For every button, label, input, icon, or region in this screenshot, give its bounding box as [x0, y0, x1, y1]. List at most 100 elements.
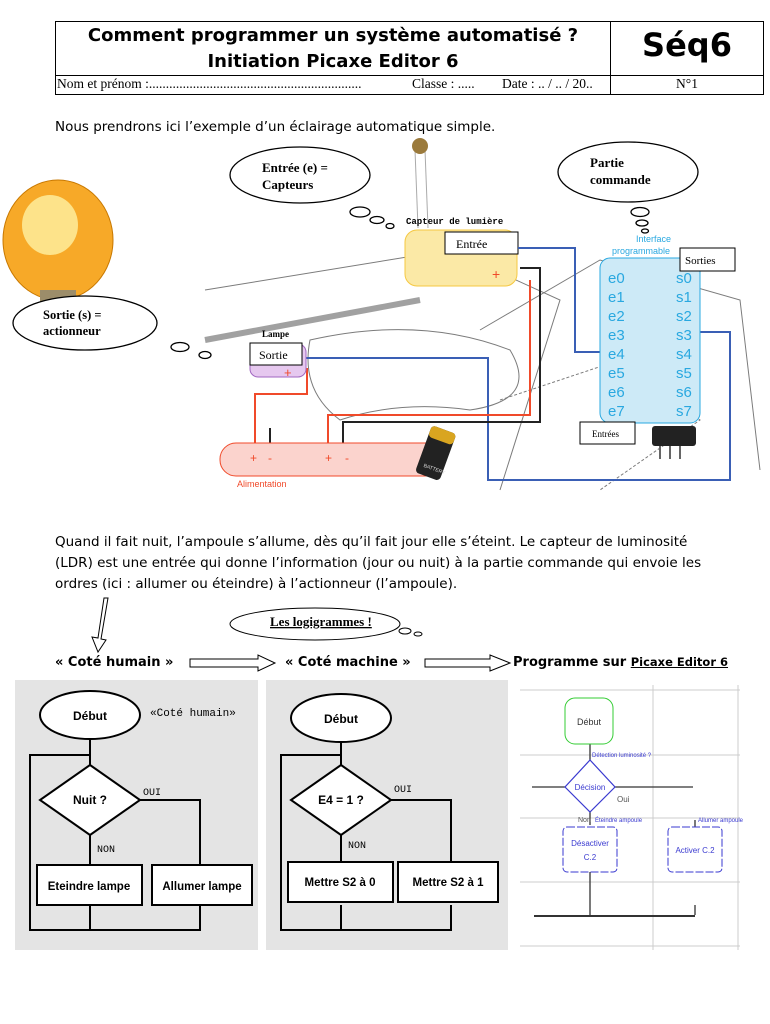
sortie-box	[249, 342, 303, 366]
lamp-label: Lampe	[262, 329, 289, 339]
chip-icon	[652, 426, 696, 459]
right-arrow-icon	[424, 654, 512, 672]
cloud-input	[229, 146, 395, 230]
intro-text: Nous prendrons ici l’exemple d’un éclair…	[55, 119, 496, 135]
cloud-control-line1: Partie	[590, 155, 624, 170]
power-plus-1: +	[250, 451, 257, 465]
start-label: Début	[324, 712, 358, 726]
cloud-input-line2: Capteurs	[262, 177, 313, 192]
light-bulb-icon	[2, 179, 114, 318]
number-cell	[610, 75, 764, 95]
caption: «Coté humain»	[150, 708, 236, 720]
yes-label: OUI	[394, 785, 412, 796]
sortie-label: Sortie	[259, 348, 288, 362]
column-human-label: « Coté humain »	[55, 655, 174, 670]
sensor-label: Capteur de lumière	[406, 217, 503, 227]
light-sensor-icon	[412, 138, 429, 229]
input-pins: e0 e1 e2 e3 e4 e5 e6 e7	[608, 270, 625, 420]
input-e7: e7	[608, 403, 625, 420]
output-pins: s0 s1 s2 s3 s4 s5 s6 s7	[676, 270, 692, 420]
program-name: Picaxe Editor 6	[630, 655, 729, 669]
arrows-overlay: Les logigrammes !	[91, 597, 512, 672]
input-e1: e1	[608, 289, 625, 306]
output-s7: s7	[676, 403, 692, 420]
battery-icon: BATTERY	[416, 426, 456, 480]
sorties-box	[679, 247, 736, 272]
class-field[interactable]: Classe : .....	[412, 76, 475, 91]
action-off	[287, 861, 394, 903]
decision-node	[564, 759, 616, 813]
output-s3: s3	[676, 327, 692, 344]
action-off-label: Mettre S2 à 0	[305, 877, 376, 889]
no-label: Non	[578, 817, 591, 824]
down-arrow-icon	[91, 597, 109, 654]
title-line-1: Comment programmer un système automatisé…	[87, 25, 579, 46]
no-note: Éteindre ampoule	[595, 817, 643, 824]
program-prefix: Programme sur	[513, 655, 631, 670]
power-minus-2: -	[345, 451, 349, 465]
entree-box	[444, 231, 519, 255]
entree-label: Entrée	[456, 237, 487, 251]
decision-node	[289, 763, 393, 837]
input-e5: e5	[608, 365, 625, 382]
entrees-label: Entrées	[592, 429, 619, 439]
cloud-control	[557, 141, 699, 234]
sensor-plus: +	[492, 266, 500, 282]
action-off-label-2: C.2	[584, 853, 597, 862]
input-e3: e3	[608, 327, 625, 344]
date-field[interactable]: Date : .. / .. / 20..	[502, 76, 593, 91]
programmable-interface	[599, 257, 701, 424]
start-node	[564, 697, 614, 745]
decision-label: Décision	[575, 783, 606, 792]
decision-label: E4 = 1 ?	[318, 793, 364, 807]
interface-label-1: Interface	[636, 234, 671, 244]
paragraph-line-3: ordres (ici : allumer ou éteindre) à l’a…	[55, 576, 458, 592]
action-off-label: Eteindre lampe	[48, 881, 130, 893]
start-label: Début	[577, 717, 602, 727]
right-arrow-icon	[189, 654, 277, 672]
cloud-control-line2: commande	[590, 172, 651, 187]
entrees-box	[579, 421, 636, 445]
name-field[interactable]: Nom et prénom :.........................…	[57, 76, 362, 91]
power-plus-2: +	[325, 451, 332, 465]
decision-node	[38, 763, 142, 837]
action-off-label-1: Désactiver	[571, 839, 609, 848]
decision-label: Nuit ?	[73, 793, 107, 807]
flowchart-human: Début «Coté humain» Nuit ? OUI NON Etein…	[15, 680, 258, 950]
input-e2: e2	[608, 308, 625, 325]
start-label: Début	[73, 709, 107, 723]
cloud-output	[12, 295, 212, 360]
cloud-input-line1: Entrée (e) =	[262, 160, 328, 175]
column-machine-label: « Coté machine »	[285, 655, 411, 670]
input-e6: e6	[608, 384, 625, 401]
action-on	[397, 861, 499, 903]
start-node	[290, 693, 392, 743]
output-s1: s1	[676, 289, 692, 306]
wires	[254, 247, 731, 481]
logigrammes-label: Les logigrammes !	[270, 614, 372, 629]
interface-label-2: programmable	[612, 246, 670, 256]
output-s4: s4	[676, 346, 692, 363]
decision-note: Détection luminosité ?	[592, 753, 652, 759]
action-on	[151, 864, 253, 906]
output-s5: s5	[676, 365, 692, 382]
sequence-label: Séq6	[642, 26, 732, 64]
title-line-2: Initiation Picaxe Editor 6	[207, 51, 459, 72]
flowchart-picaxe: Début Détection luminosité ? Décision Ou…	[520, 685, 744, 950]
paragraph-line-2: (LDR) est une entrée qui donne l’informa…	[55, 555, 702, 571]
flowchart-machine: Début E4 = 1 ? OUI NON Mettre S2 à 0 Met…	[266, 680, 508, 950]
paragraph-line-1: Quand il fait nuit, l’ampoule s’allume, …	[55, 534, 688, 550]
action-off	[36, 864, 143, 906]
output-s0: s0	[676, 270, 692, 287]
output-s2: s2	[676, 308, 692, 325]
power-minus-1: -	[268, 451, 272, 465]
no-label: NON	[348, 841, 366, 852]
cloud-output-line1: Sortie (s) =	[43, 308, 102, 322]
action-on-label: Activer C.2	[675, 846, 715, 855]
column-program-label: Programme sur Picaxe Editor 6	[513, 655, 728, 670]
output-s6: s6	[676, 384, 692, 401]
input-e0: e0	[608, 270, 625, 287]
cloud-output-line2: actionneur	[43, 324, 101, 338]
action-on-label: Mettre S2 à 1	[413, 877, 485, 889]
